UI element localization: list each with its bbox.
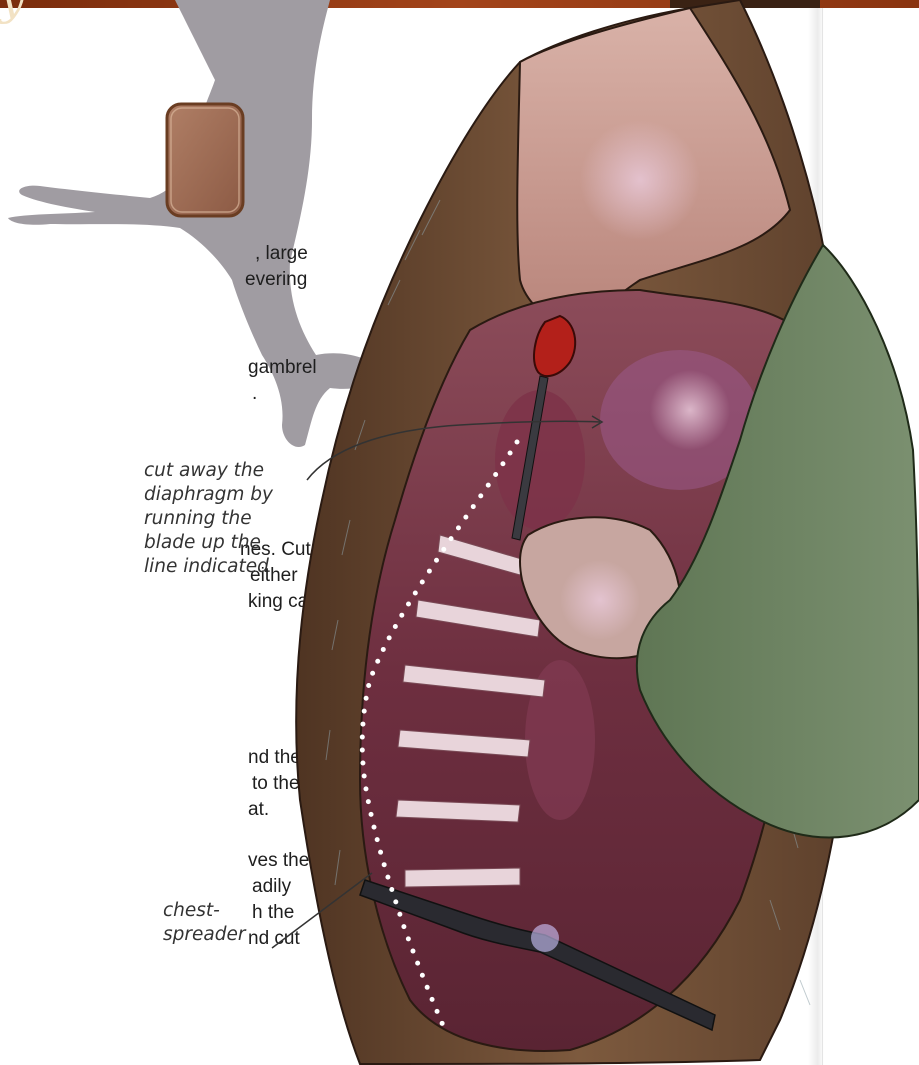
highlight-glow <box>580 120 700 240</box>
diaphragm-callout: cut away the diaphragm by running the bl… <box>144 459 273 579</box>
chest-spreader-callout: chest- spreader <box>163 899 245 947</box>
